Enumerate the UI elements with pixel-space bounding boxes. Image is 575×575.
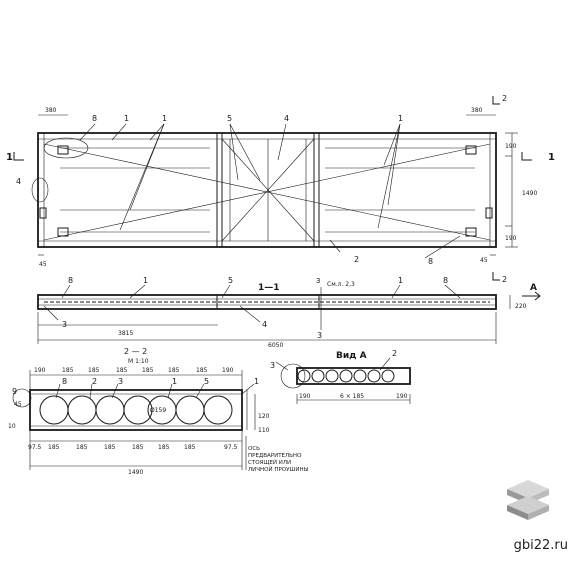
sec1-callout-3b: 3 bbox=[317, 331, 322, 340]
plan-dim-right-edge: 45 bbox=[480, 257, 488, 264]
s2-dim-bottom: 185 bbox=[184, 444, 196, 451]
hole bbox=[95, 395, 125, 425]
s2-dim-top: 190 bbox=[34, 367, 46, 374]
plan-callout-5: 5 bbox=[227, 114, 232, 123]
view-a-title: Вид А bbox=[336, 351, 367, 361]
hole bbox=[39, 395, 69, 425]
view-a bbox=[275, 357, 411, 404]
section-mark-1-right: 1 bbox=[548, 152, 555, 163]
s2-callout-3: 3 bbox=[118, 377, 123, 386]
section-mark-2-bottom: 2 bbox=[502, 275, 507, 284]
s2-axis-note-box: Ось предварительно стоящей или личной пр… bbox=[248, 446, 309, 473]
sec1-callout-4: 4 bbox=[262, 320, 267, 329]
s2-dim-bottom: 185 bbox=[48, 444, 60, 451]
plan-callout-2: 2 bbox=[354, 255, 359, 264]
sec1-callout-8a: 8 bbox=[68, 276, 73, 285]
view-a-callout-2: 2 bbox=[392, 349, 397, 358]
hole bbox=[203, 395, 233, 425]
s2-callout-5: 5 bbox=[204, 377, 209, 386]
view-a-dim-right: 190 bbox=[396, 393, 408, 400]
section-2-2 bbox=[12, 370, 256, 470]
plan-outline bbox=[37, 132, 497, 248]
site-watermark[interactable]: gbi22.ru bbox=[513, 538, 568, 553]
plan-callout-4: 4 bbox=[284, 114, 289, 123]
s2-dim-top: 185 bbox=[116, 367, 128, 374]
s2-axis-note: Ось предварительно стоящей или личной пр… bbox=[248, 446, 309, 473]
s2-dim-top: 190 bbox=[222, 367, 234, 374]
s2-callout-8: 8 bbox=[62, 377, 67, 386]
plan-dim-bottom-left: 45 bbox=[39, 261, 47, 268]
view-a-dim-left: 190 bbox=[299, 393, 311, 400]
s2-dim-bottom: 185 bbox=[104, 444, 116, 451]
s2-dim-top: 185 bbox=[196, 367, 208, 374]
sec1-dim-total: 6050 bbox=[268, 342, 283, 349]
sec1-callout-1a: 1 bbox=[143, 276, 148, 285]
sec1-dim-height: 220 bbox=[515, 303, 527, 310]
s2-dim-top: 185 bbox=[62, 367, 74, 374]
s2-dim-bottom: 185 bbox=[158, 444, 170, 451]
section-1-1-ref: См.л. 2,3 bbox=[327, 281, 355, 288]
hole bbox=[123, 395, 153, 425]
s2-callout-9: 9 bbox=[12, 387, 17, 396]
s2-dim-bottom: 97.5 bbox=[224, 444, 238, 451]
section-2-2-scale: М 1:10 bbox=[128, 358, 149, 365]
s2-dim-side-right-120: 120 bbox=[258, 413, 270, 420]
s2-callout-1b: 1 bbox=[254, 377, 259, 386]
plan-callout-8b: 8 bbox=[428, 257, 433, 266]
sec1-callout-8b: 8 bbox=[443, 276, 448, 285]
plan-callout-8: 8 bbox=[92, 114, 97, 123]
s2-callout-2: 2 bbox=[92, 377, 97, 386]
sec1-dim-partial: 3815 bbox=[118, 330, 133, 337]
sec1-callout-5: 5 bbox=[228, 276, 233, 285]
s2-dim-side-left-10: 10 bbox=[8, 423, 16, 430]
plan-callout-1a: 1 bbox=[124, 114, 129, 123]
plan-view bbox=[13, 96, 532, 281]
section-mark-2-top: 2 bbox=[502, 94, 507, 103]
plan-dim-right-total: 1490 bbox=[522, 190, 537, 197]
section-mark-1-left: 1 bbox=[6, 152, 13, 163]
s2-dim-side-right-110: 110 bbox=[258, 427, 270, 434]
plan-left-callout: 4 bbox=[16, 177, 21, 186]
sec1-callout-1b: 1 bbox=[398, 276, 403, 285]
plan-dim-top-left: 380 bbox=[45, 107, 57, 114]
view-a-dim-mid: 6 × 185 bbox=[340, 393, 364, 400]
view-a-arrow-label: А bbox=[530, 283, 537, 293]
plan-dim-right-bottom: 190 bbox=[505, 235, 517, 242]
s2-dim-side-left-45: 45 bbox=[14, 401, 22, 408]
plan-callout-1c: 1 bbox=[398, 114, 403, 123]
s2-dim-bottom: 185 bbox=[132, 444, 144, 451]
section-1-1-ref-num: 3 bbox=[316, 277, 320, 285]
plan-dim-top-right: 380 bbox=[471, 107, 483, 114]
s2-dim-bottom: 97.5 bbox=[28, 444, 42, 451]
logo-icon bbox=[507, 480, 549, 520]
section-1-1-title: 1—1 bbox=[258, 283, 280, 293]
section-2-2-title: 2 — 2 bbox=[124, 347, 147, 356]
hole bbox=[67, 395, 97, 425]
view-a-callout-3: 3 bbox=[270, 361, 275, 370]
sec1-callout-3a: 3 bbox=[62, 320, 67, 329]
plan-dim-right-top: 190 bbox=[505, 143, 517, 150]
s2-callout-1: 1 bbox=[172, 377, 177, 386]
hole bbox=[175, 395, 205, 425]
s2-hole-dia: Ø159 bbox=[150, 407, 166, 414]
s2-dim-top: 185 bbox=[168, 367, 180, 374]
plan-callout-1b: 1 bbox=[162, 114, 167, 123]
s2-dim-bottom: 185 bbox=[76, 444, 88, 451]
s2-dim-total: 1490 bbox=[128, 469, 143, 476]
section-1-1 bbox=[37, 284, 541, 344]
s2-dim-top: 185 bbox=[88, 367, 100, 374]
s2-dim-top: 185 bbox=[142, 367, 154, 374]
